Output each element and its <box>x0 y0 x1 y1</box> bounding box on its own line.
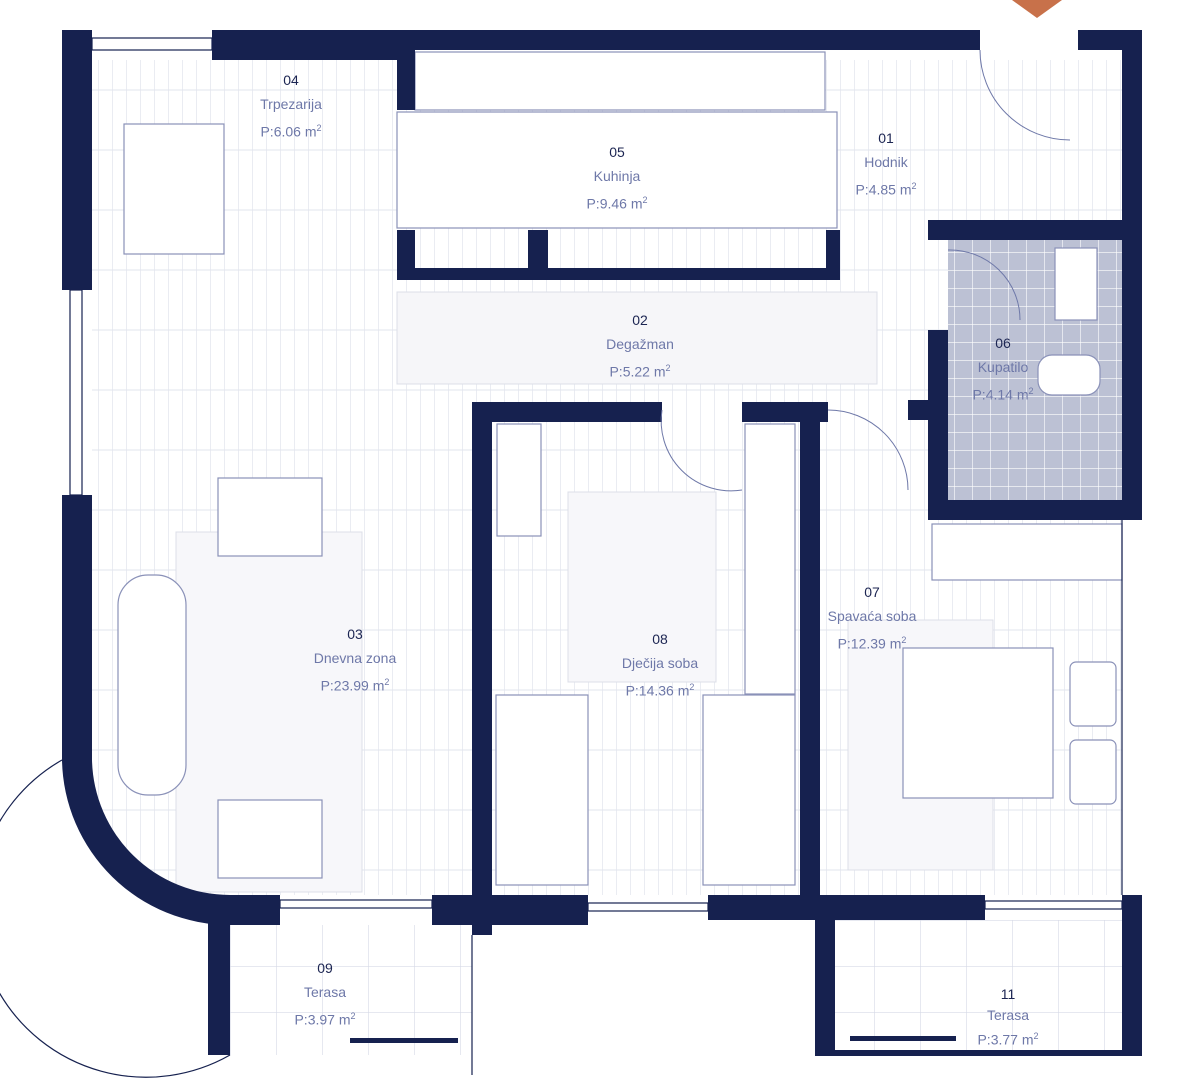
room-name: Trpezarija <box>260 96 322 112</box>
room-number: 02 <box>632 312 648 328</box>
terrace-11-floor <box>835 920 1122 1050</box>
room-name: Dnevna zona <box>313 650 397 666</box>
room-name: Kuhinja <box>593 168 641 184</box>
furniture <box>117 51 1123 886</box>
walls <box>62 30 1142 1056</box>
room-area: P:9.46 m2 <box>586 195 648 212</box>
room-number: 06 <box>995 335 1011 351</box>
room-area: P:4.85 m2 <box>855 181 917 198</box>
room-name: Degažman <box>606 336 674 352</box>
room-area: P:3.77 m2 <box>977 1031 1039 1048</box>
room-07: 07 Spavaća soba P:12.39 m2 <box>828 580 917 656</box>
room-number: 05 <box>609 144 625 160</box>
room-name: Terasa <box>986 1007 1030 1023</box>
room-04: 04 Trpezarija P:6.06 m2 <box>260 68 322 144</box>
room-area: P:3.97 m2 <box>294 1011 356 1028</box>
room-number: 07 <box>864 584 880 600</box>
room-09: 09 Terasa P:3.97 m2 <box>294 956 355 1032</box>
room-area: P:14.36 m2 <box>625 682 695 699</box>
room-05: 05 Kuhinja P:9.46 m2 <box>586 140 647 216</box>
room-name: Hodnik <box>864 154 908 170</box>
terrace-09-floor <box>230 925 472 1055</box>
room-area: P:12.39 m2 <box>837 635 907 652</box>
room-area: P:23.99 m2 <box>320 677 390 694</box>
door-swings <box>660 49 1071 492</box>
room-number: 01 <box>878 130 894 146</box>
room-08: 08 Dječija soba P:14.36 m2 <box>622 627 698 703</box>
room-number: 11 <box>1000 986 1016 1002</box>
room-03: 03 Dnevna zona P:23.99 m2 <box>314 622 397 698</box>
room-number: 04 <box>283 72 299 88</box>
windows <box>0 37 1123 1078</box>
room-01: 01 Hodnik P:4.85 m2 <box>855 126 916 202</box>
room-area: P:4.14 m2 <box>972 386 1034 403</box>
kids-rug <box>567 491 717 683</box>
room-11: 11 Terasa P:3.77 m2 <box>977 984 1038 1051</box>
entrance-marker <box>1012 0 1062 18</box>
room-number: 08 <box>652 631 668 647</box>
room-name: Kupatilo <box>977 359 1029 375</box>
room-name: Dječija soba <box>621 655 699 671</box>
room-area: P:6.06 m2 <box>260 123 322 140</box>
room-06: 06 Kupatilo P:4.14 m2 <box>972 331 1033 407</box>
hall-rug <box>396 291 878 385</box>
room-name: Spavaća soba <box>827 608 917 624</box>
room-area: P:5.22 m2 <box>609 363 671 380</box>
room-number: 09 <box>317 960 333 976</box>
room-02: 02 Degažman P:5.22 m2 <box>606 308 674 384</box>
room-name: Terasa <box>303 984 347 1000</box>
room-number: 03 <box>347 626 363 642</box>
